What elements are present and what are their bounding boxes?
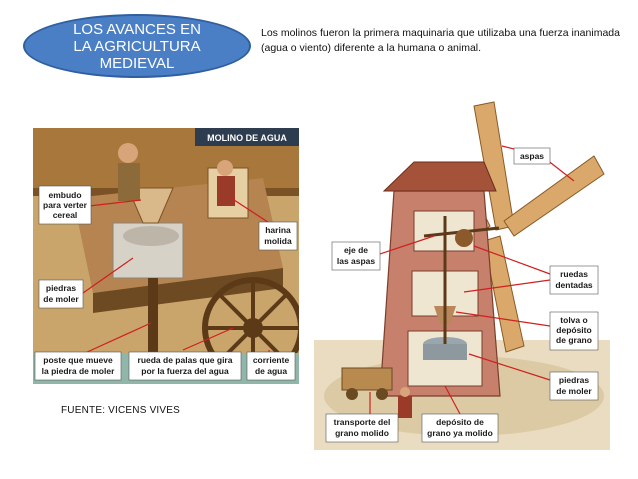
label-windmill-millstones: piedras de moler [549, 371, 599, 401]
svg-text:poste que mueve: poste que mueve [43, 355, 113, 365]
label-flour-deposit: depósito de grano ya molido [421, 413, 499, 443]
svg-text:ruedas: ruedas [560, 269, 588, 279]
svg-text:eje de: eje de [344, 245, 368, 255]
svg-text:harina: harina [265, 225, 291, 235]
svg-text:corriente: corriente [253, 355, 290, 365]
page-title: LOS AVANCES EN LA AGRICULTURA MEDIEVAL [73, 20, 201, 72]
water-mill-heading-box [195, 128, 299, 146]
water-mill-illustration: MOLINO DE AGUA embudo para verter cereal… [33, 128, 299, 384]
label-post: poste que mueve la piedra de moler [34, 351, 122, 381]
svg-text:las aspas: las aspas [337, 256, 376, 266]
label-funnel: embudo para verter cereal [38, 185, 92, 225]
label-water-current: corriente de agua [246, 351, 296, 381]
svg-text:rueda de palas que gira: rueda de palas que gira [138, 355, 233, 365]
svg-text:grano molido: grano molido [335, 428, 389, 438]
svg-text:embudo: embudo [48, 190, 81, 200]
label-gears: ruedas dentadas [549, 265, 599, 295]
label-paddle-wheel: rueda de palas que gira por la fuerza de… [128, 351, 242, 381]
title-oval: LOS AVANCES EN LA AGRICULTURA MEDIEVAL [23, 14, 251, 78]
svg-text:dentadas: dentadas [555, 280, 593, 290]
windmill-drawing: aspas eje de las aspas ruedas dentadas t… [314, 101, 610, 450]
svg-text:tolva o: tolva o [560, 315, 587, 325]
svg-text:depósito de: depósito de [436, 417, 484, 427]
svg-text:aspas: aspas [520, 151, 544, 161]
svg-text:piedras: piedras [46, 283, 77, 293]
water-mill-heading: MOLINO DE AGUA [207, 133, 287, 143]
label-sail-axis: eje de las aspas [331, 241, 381, 271]
source-credit: FUENTE: VICENS VIVES [61, 405, 181, 416]
label-hopper: tolva o depósito de grano [549, 311, 599, 351]
svg-text:grano ya molido: grano ya molido [427, 428, 493, 438]
svg-text:piedras: piedras [559, 375, 590, 385]
svg-text:depósito: depósito [556, 325, 591, 335]
label-flour: harina molida [258, 221, 298, 251]
svg-text:transporte del: transporte del [334, 417, 391, 427]
svg-text:de grano: de grano [556, 335, 592, 345]
label-millstones: piedras de moler [38, 279, 84, 309]
svg-text:molida: molida [264, 236, 292, 246]
svg-text:cereal: cereal [53, 210, 78, 220]
label-transport: transporte del grano molido [325, 413, 399, 443]
svg-text:de agua: de agua [255, 366, 287, 376]
water-mill-drawing: MOLINO DE AGUA embudo para verter cereal… [33, 128, 299, 384]
windmill-illustration: aspas eje de las aspas ruedas dentadas t… [314, 96, 610, 450]
svg-text:de moler: de moler [43, 294, 79, 304]
label-sails: aspas [513, 147, 551, 165]
svg-text:por la fuerza del agua: por la fuerza del agua [141, 366, 229, 376]
svg-text:de moler: de moler [556, 386, 592, 396]
svg-text:la piedra de moler: la piedra de moler [42, 366, 115, 376]
intro-text: Los molinos fueron la primera maquinaria… [261, 27, 620, 54]
svg-text:para verter: para verter [43, 200, 88, 210]
